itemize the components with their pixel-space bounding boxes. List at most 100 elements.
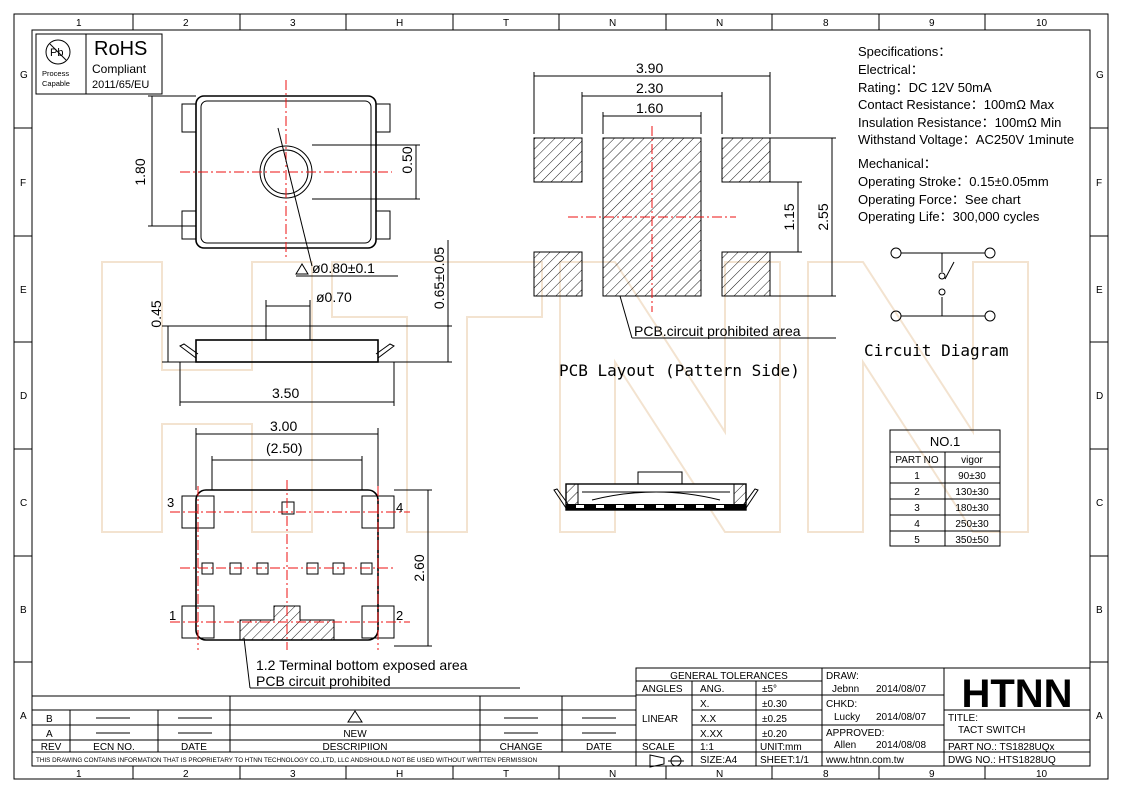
- row-label: G: [1096, 70, 1104, 81]
- table-cell: 350±50: [955, 535, 989, 546]
- scale-value: 1:1: [700, 742, 714, 753]
- rev-description: NEW: [343, 729, 367, 740]
- tolerances-title: GENERAL TOLERANCES: [670, 671, 788, 682]
- dim-pcb-230: 2.30: [636, 80, 663, 96]
- rev-header: CHANGE: [500, 742, 543, 753]
- dim-bottom-height: 2.60: [411, 554, 427, 581]
- row-label: B: [1096, 605, 1103, 616]
- dim-stem-diameter: ø0.70: [316, 289, 352, 305]
- col-label: 8: [823, 769, 829, 780]
- pb-symbol: Pb: [50, 47, 63, 59]
- col-label: 2: [183, 769, 189, 780]
- process-label: Process: [42, 69, 69, 78]
- pin-label-2: 2: [396, 608, 403, 623]
- proprietary-disclaimer: THIS DRAWING CONTAINS INFORMATION THAT I…: [36, 757, 538, 764]
- spec-operating-life: Operating Life：300,000 cycles: [858, 209, 1040, 224]
- spec-withstand-voltage: Withstand Voltage：AC250V 1minute: [858, 132, 1074, 147]
- dim-pcb-160: 1.60: [636, 100, 663, 116]
- specs-heading: Specifications：: [858, 44, 951, 59]
- row-label: C: [20, 498, 27, 509]
- table-cell: 90±30: [958, 471, 986, 482]
- warning-icon: [295, 263, 309, 275]
- dim-bottom-outer: 3.00: [270, 418, 297, 434]
- col-label: 3: [290, 769, 296, 780]
- title-block: HTNN TITLE: TACT SWITCH PART NO.: TS1828…: [943, 667, 1091, 767]
- pin-label-4: 4: [396, 500, 403, 515]
- draw-date: 2014/08/07: [876, 684, 926, 695]
- dim-top-height: 1.80: [132, 158, 148, 185]
- table-cell: 130±30: [955, 487, 989, 498]
- circuit-diagram: Circuit Diagram: [864, 247, 1009, 360]
- projection-symbol-icon: [649, 754, 684, 768]
- side-view: ø0.70 0.45 0.65±0.05 3.50: [148, 240, 452, 406]
- table-cell: 3: [914, 503, 920, 514]
- row-label: D: [20, 391, 27, 402]
- rev-header: DATE: [181, 742, 207, 753]
- revision-table: B A NEW REV ECN NO. DATE DESCRIPIION CHA…: [31, 695, 637, 767]
- pb-icon: [45, 39, 71, 65]
- dim-bottom-inner: (2.50): [266, 440, 303, 456]
- rev-header: REV: [41, 742, 62, 753]
- tolerance-table: GENERAL TOLERANCES ANGLES ANG. ±5° LINEA…: [635, 667, 823, 768]
- row-label: C: [1096, 498, 1103, 509]
- approved-label: APPROVED:: [826, 728, 884, 739]
- col-label: T: [503, 769, 509, 780]
- unit-value: UNIT:mm: [760, 742, 802, 753]
- linear-key: X.XX: [700, 729, 723, 740]
- title-label: TITLE:: [948, 713, 978, 724]
- top-view: 1.80 0.50 ø0.80±0.1: [132, 80, 420, 277]
- dim-total-height: 0.65±0.05: [431, 247, 447, 309]
- table-cell: 1: [914, 471, 920, 482]
- htnn-logo: HTNN: [961, 672, 1072, 716]
- capable-label: Capable: [42, 79, 70, 88]
- angles-label: ANGLES: [642, 684, 683, 695]
- pcb-layout: 3.90 2.30 1.60 1.15 2.55 PCB.circuit pro…: [533, 60, 836, 380]
- row-label: B: [20, 605, 27, 616]
- col-label: N: [609, 18, 616, 29]
- col-label: N: [609, 769, 616, 780]
- row-label: D: [1096, 391, 1103, 402]
- sheet-value: SHEET:1/1: [760, 755, 809, 766]
- chkd-name: Lucky: [834, 712, 860, 723]
- row-label: F: [1096, 178, 1102, 189]
- force-table: NO.1 PART NO vigor 1 90±30 2 130±30 3 18…: [889, 429, 1001, 547]
- col-label: 3: [290, 18, 296, 29]
- table-cell: 180±30: [955, 503, 989, 514]
- draw-label: DRAW:: [826, 671, 859, 682]
- scale-label: SCALE: [642, 742, 675, 753]
- terminal-note-line1: 1.2 Terminal bottom exposed area: [256, 657, 468, 673]
- row-label: G: [20, 70, 28, 81]
- spec-contact-resistance: Contact Resistance：100mΩ Max: [858, 97, 1055, 112]
- col-label: 10: [1036, 769, 1048, 780]
- col-label: H: [396, 769, 403, 780]
- col-label: 2: [183, 18, 189, 29]
- col-label: 9: [929, 18, 935, 29]
- row-label: A: [20, 711, 27, 722]
- spec-operating-stroke: Operating Stroke：0.15±0.05mm: [858, 174, 1049, 189]
- rev-letter: B: [46, 714, 53, 725]
- spec-rating: Rating：DC 12V 50mA: [858, 80, 992, 95]
- approved-date: 2014/08/08: [876, 740, 926, 751]
- drawing-number: DWG NO.: HTS1828UQ: [948, 755, 1056, 766]
- force-table-header: PART NO: [895, 455, 939, 466]
- col-label: H: [396, 18, 403, 29]
- part-number: PART NO.: TS1828UQx: [948, 742, 1055, 753]
- warning-icon: [347, 710, 363, 723]
- mechanical-heading: Mechanical：: [858, 156, 937, 171]
- pin-label-3: 3: [167, 495, 174, 510]
- force-table-header: vigor: [961, 455, 983, 466]
- approval-block: DRAW: Jebnn 2014/08/07 CHKD: Lucky 2014/…: [821, 667, 945, 767]
- linear-key: X.: [700, 699, 709, 710]
- rev-header: DATE: [586, 742, 612, 753]
- dim-pcb-255: 2.55: [815, 203, 831, 230]
- rohs-compliant: Compliant: [92, 62, 147, 76]
- linear-value: ±0.30: [762, 699, 787, 710]
- force-table-title: NO.1: [930, 434, 960, 449]
- col-label: 9: [929, 769, 935, 780]
- dim-circle: 0.50: [399, 146, 415, 173]
- linear-key: X.X: [700, 714, 716, 725]
- row-label: E: [1096, 285, 1103, 296]
- approved-name: Allen: [834, 740, 856, 751]
- linear-value: ±0.20: [762, 729, 787, 740]
